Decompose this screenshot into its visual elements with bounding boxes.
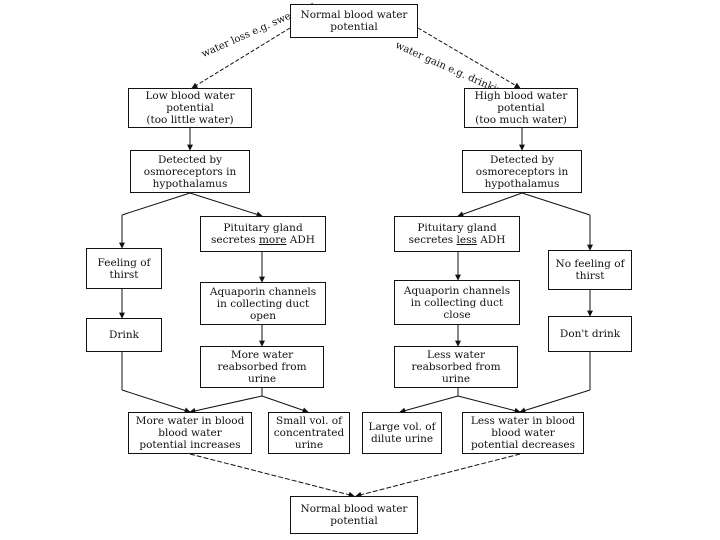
node-more-reabsorbed: More water reabsorbed from urine — [200, 346, 324, 388]
node-aquaporin-close: Aquaporin channels in collecting duct cl… — [394, 280, 520, 325]
arrow-top-to-high — [417, 27, 521, 89]
node-low-water: Low blood water potential (too little wa… — [128, 88, 252, 128]
node-aquaporin-open: Aquaporin channels in collecting duct op… — [200, 282, 326, 325]
arrow-top-to-low — [191, 27, 291, 89]
pituitary-more-text: Pituitary gland secretes more ADH — [211, 222, 315, 246]
node-dont-drink: Don't drink — [548, 316, 632, 352]
node-detected-left: Detected by osmoreceptors in hypothalamu… — [130, 150, 250, 193]
node-drink: Drink — [86, 318, 162, 352]
node-less-reabsorbed: Less water reabsorbed from urine — [394, 346, 518, 388]
node-feeling-thirst: Feeling of thirst — [86, 248, 162, 289]
node-small-vol-urine: Small vol. of concentrated urine — [268, 412, 350, 454]
node-less-water-blood: Less water in blood blood water potentia… — [462, 412, 584, 454]
node-normal-bottom: Normal blood water potential — [290, 496, 418, 534]
node-pituitary-more: Pituitary gland secretes more ADH — [200, 216, 326, 252]
node-high-water: High blood water potential (too much wat… — [464, 88, 578, 128]
node-pituitary-less: Pituitary gland secretes less ADH — [394, 216, 520, 252]
node-normal-top: Normal blood water potential — [290, 4, 418, 38]
pituitary-less-text: Pituitary gland secretes less ADH — [408, 222, 506, 246]
node-more-water-blood: More water in blood blood water potentia… — [128, 412, 252, 454]
node-detected-right: Detected by osmoreceptors in hypothalamu… — [462, 150, 582, 193]
node-no-thirst: No feeling of thirst — [548, 250, 632, 290]
node-large-vol-urine: Large vol. of dilute urine — [362, 412, 442, 454]
